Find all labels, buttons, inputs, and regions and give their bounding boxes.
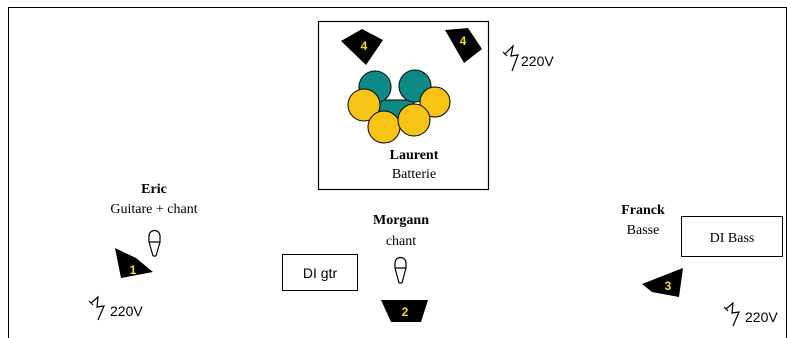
laurent-name: Laurent xyxy=(390,148,439,163)
morgann-role: chant xyxy=(386,234,416,249)
monitor-wedge-icon-4-left: 4 xyxy=(341,29,383,65)
di-gtr-label: DI gtr xyxy=(303,265,338,281)
monitor-3-number: 3 xyxy=(665,279,672,293)
monitor-2-number: 2 xyxy=(402,305,409,319)
drum-riser xyxy=(317,20,490,191)
power-label-right: 220V xyxy=(745,309,778,325)
morgann-name: Morgann xyxy=(373,213,429,228)
monitor-1-number: 1 xyxy=(130,263,137,277)
microphone-icon-morgann xyxy=(394,256,407,284)
laurent-role: Batterie xyxy=(392,167,436,182)
cymbal-bottom-right xyxy=(397,103,431,137)
cymbal-bottom-left xyxy=(367,110,401,144)
monitor-wedge-icon-1: 1 xyxy=(115,248,153,278)
eric-role: Guitare + chant xyxy=(110,202,197,217)
eric-name: Eric xyxy=(141,182,167,197)
power-label-top: 220V xyxy=(521,53,554,69)
power-plug-icon-right xyxy=(723,301,740,327)
monitor-4-right-number: 4 xyxy=(460,34,467,48)
microphone-icon-eric xyxy=(148,229,161,257)
di-gtr-box xyxy=(282,254,358,291)
di-bass-label: DI Bass xyxy=(710,231,755,246)
monitor-wedge-icon-4-right: 4 xyxy=(445,28,482,63)
monitor-wedge-icon-3: 3 xyxy=(642,268,683,297)
cymbal-left xyxy=(347,88,381,122)
drum-kit-icon xyxy=(347,69,451,144)
power-plug-icon-left xyxy=(88,295,105,321)
cymbal-right xyxy=(419,86,451,118)
monitor-4-left-number: 4 xyxy=(361,39,368,53)
power-label-left: 220V xyxy=(110,303,143,319)
monitor-wedge-icon-2: 2 xyxy=(381,300,428,322)
franck-name: Franck xyxy=(621,203,665,218)
franck-role: Basse xyxy=(627,223,660,238)
di-bass-box xyxy=(681,216,783,257)
power-plug-icon-top xyxy=(502,44,519,72)
